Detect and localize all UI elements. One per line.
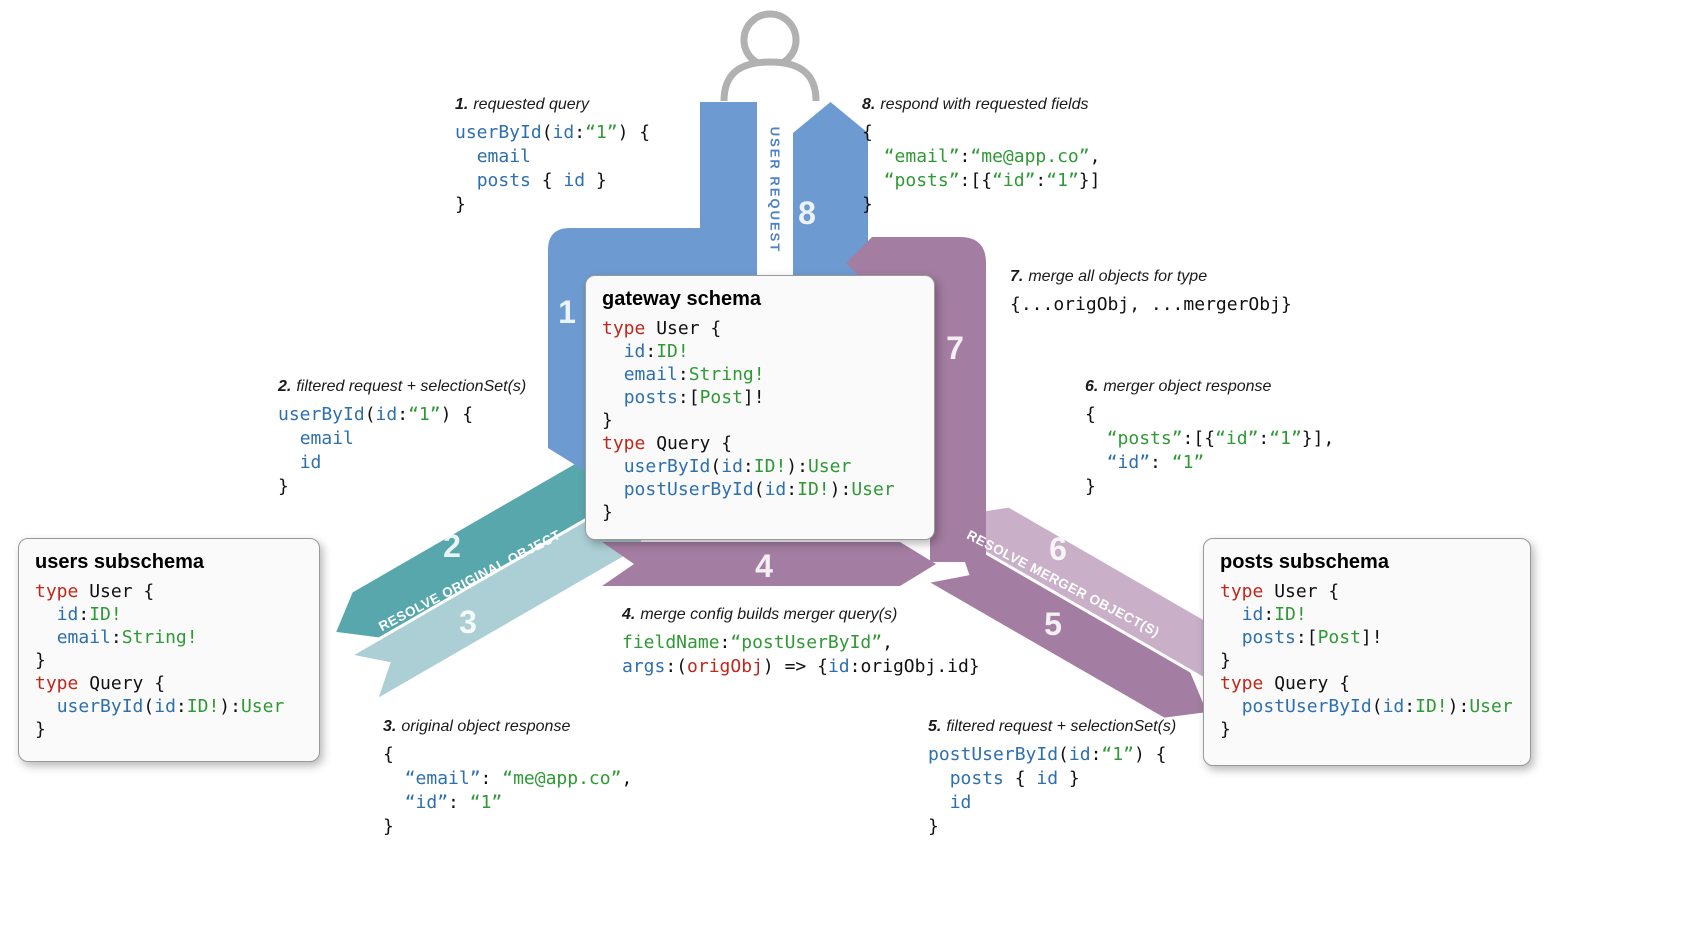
annotation-7-number: 7.	[1010, 268, 1024, 285]
arrow-1-user-request-lane	[700, 102, 757, 302]
annotation-7: 7.merge all objects for type {...origObj…	[1010, 268, 1292, 317]
user-request-band-label: USER REQUEST	[768, 127, 783, 254]
annotation-5-code: postUserById(id:“1”) { posts { id } id}	[928, 744, 1167, 837]
users-subschema-box: users subschema type User { id:ID! email…	[18, 538, 320, 762]
step-1-number: 1	[558, 294, 576, 330]
annotation-3-title: original object response	[401, 718, 571, 735]
annotation-1-number: 1.	[455, 96, 469, 113]
arrow-3-original-response	[354, 505, 653, 698]
annotation-1-code: userById(id:“1”) { email posts { id }}	[455, 122, 651, 215]
annotation-4: 4.merge config builds merger query(s) fi…	[622, 606, 980, 679]
arrow-8-respond-lane	[793, 102, 868, 302]
annotation-6-title: merger object response	[1103, 378, 1272, 395]
annotation-1-label: 1.requested query	[455, 96, 650, 114]
step-2-number: 2	[443, 528, 461, 564]
annotation-5: 5.filtered request + selectionSet(s) pos…	[928, 718, 1176, 839]
annotation-7-title: merge all objects for type	[1028, 268, 1208, 285]
arrow-7-merge-band	[846, 237, 986, 562]
annotation-1: 1.requested query userById(id:“1”) { ema…	[455, 96, 650, 217]
posts-subschema-box: posts subschema type User { id:ID! posts…	[1203, 538, 1531, 766]
annotation-2: 2.filtered request + selectionSet(s) use…	[278, 378, 526, 499]
step-7-number: 7	[946, 330, 964, 366]
arrow-6-merger-response	[970, 507, 1246, 687]
step-3-number: 3	[459, 604, 477, 640]
annotation-8: 8.respond with requested fields { “email…	[862, 96, 1100, 217]
annotation-2-number: 2.	[278, 378, 292, 395]
annotation-8-title: respond with requested fields	[880, 96, 1089, 113]
annotation-5-label: 5.filtered request + selectionSet(s)	[928, 718, 1176, 736]
arrow-2-filtered-request	[336, 442, 639, 638]
step-8-number: 8	[798, 195, 816, 231]
annotation-5-number: 5.	[928, 718, 942, 735]
annotation-6-number: 6.	[1085, 378, 1099, 395]
annotation-4-number: 4.	[622, 606, 636, 623]
annotation-5-title: filtered request + selectionSet(s)	[946, 718, 1177, 735]
annotation-7-code: {...origObj, ...mergerObj}	[1010, 294, 1292, 315]
gateway-schema-box: gateway schema type User { id:ID! email:…	[585, 275, 935, 540]
annotation-3-code: { “email”: “me@app.co”, “id”: “1”}	[383, 744, 633, 837]
gateway-schema-title: gateway schema	[602, 288, 761, 310]
users-subschema-code: type User { id:ID! email:String!}type Qu…	[35, 581, 285, 740]
arrow-4-merger-query	[602, 542, 936, 586]
step-4-number: 4	[755, 548, 773, 584]
annotation-4-code: fieldName:“postUserById”,args:(origObj) …	[622, 632, 980, 677]
annotation-6-code: { “posts”:[{“id”:“1”}], “id”: “1”}	[1085, 404, 1335, 497]
annotation-7-label: 7.merge all objects for type	[1010, 268, 1292, 286]
annotation-6-label: 6.merger object response	[1085, 378, 1334, 396]
annotation-8-label: 8.respond with requested fields	[862, 96, 1100, 114]
annotation-4-title: merge config builds merger query(s)	[640, 606, 898, 623]
step-5-number: 5	[1044, 606, 1062, 642]
annotation-4-label: 4.merge config builds merger query(s)	[622, 606, 980, 624]
annotation-2-label: 2.filtered request + selectionSet(s)	[278, 378, 526, 396]
annotation-8-number: 8.	[862, 96, 876, 113]
user-icon	[720, 10, 820, 102]
annotation-6: 6.merger object response { “posts”:[{“id…	[1085, 378, 1334, 499]
annotation-3-label: 3.original object response	[383, 718, 632, 736]
users-subschema-title: users subschema	[35, 551, 204, 573]
annotation-2-code: userById(id:“1”) { email id}	[278, 404, 474, 497]
arrow-5-filtered-request	[930, 537, 1207, 718]
gateway-schema-code: type User { id:ID! email:String! posts:[…	[602, 318, 895, 523]
posts-subschema-title: posts subschema	[1220, 551, 1389, 573]
posts-subschema-code: type User { id:ID! posts:[Post]!}type Qu…	[1220, 581, 1513, 740]
annotation-2-title: filtered request + selectionSet(s)	[296, 378, 527, 395]
annotation-1-title: requested query	[473, 96, 589, 113]
annotation-8-code: { “email”:“me@app.co”, “posts”:[{“id”:“1…	[862, 122, 1101, 215]
annotation-3-number: 3.	[383, 718, 397, 735]
step-6-number: 6	[1049, 531, 1067, 567]
annotation-3: 3.original object response { “email”: “m…	[383, 718, 632, 839]
